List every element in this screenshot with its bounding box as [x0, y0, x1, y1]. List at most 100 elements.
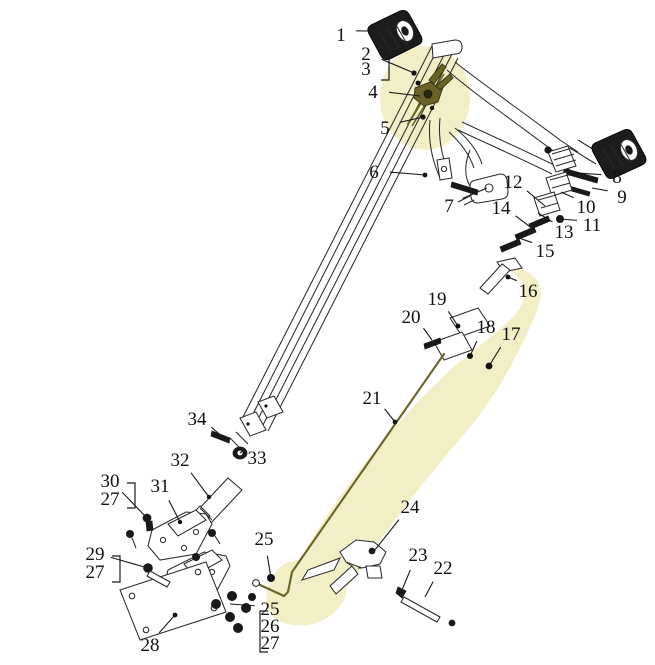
callout-number-7: 7 — [444, 196, 454, 217]
part-31-hole-c — [192, 528, 200, 536]
tube-slot-lower — [239, 411, 267, 437]
leader-line-25 — [266, 555, 272, 579]
callout-number-17: 17 — [502, 324, 521, 345]
part-20-pin — [423, 337, 442, 350]
leader-line-28 — [158, 614, 176, 634]
hardware-stack-lines — [551, 147, 577, 167]
fastener-cluster-5 — [232, 623, 243, 634]
leader-line-18 — [469, 340, 478, 357]
callout-labels: 1234567891011121314151617181920212223242… — [86, 25, 627, 656]
part-22-end — [448, 619, 456, 627]
plate-hole-tr — [194, 568, 202, 576]
part-21-rod-foot — [256, 582, 286, 598]
grip-ribs-right — [602, 140, 632, 171]
callout-number-31: 31 — [151, 476, 170, 497]
part-12-slot — [537, 194, 559, 209]
callout-number-21: 21 — [363, 388, 382, 409]
tube-slot-upper — [257, 395, 284, 419]
lever-arm-2 — [435, 73, 454, 91]
fork-arm-left — [300, 557, 342, 581]
part-15-pin — [499, 238, 522, 253]
leader-line-29 — [110, 556, 149, 569]
handlebar-mount-hole — [440, 165, 448, 173]
leader-line-22 — [424, 581, 434, 598]
part-1-left-grip — [367, 9, 423, 61]
part-27-nut-c — [207, 529, 216, 538]
leader-line-12 — [526, 190, 546, 207]
leader-line-31 — [168, 500, 181, 523]
part-19-body — [433, 331, 473, 361]
highlight-control-rod — [286, 267, 541, 617]
fastener-cluster-3 — [224, 612, 235, 623]
callout-number-1: 1 — [336, 25, 346, 46]
handlebar-tube-tip — [431, 39, 463, 59]
callout-number-20: 20 — [402, 307, 421, 328]
callout-number-26: 26 — [261, 616, 280, 637]
callout-number-19: 19 — [428, 289, 447, 310]
callout-number-15: 15 — [536, 241, 555, 262]
part-24-fork-bracket — [300, 539, 387, 595]
leader-line-23 — [401, 569, 411, 591]
lever-pivot — [423, 89, 433, 99]
leader-line-32 — [190, 472, 210, 498]
leader-line-19 — [447, 311, 459, 327]
leader-line-6 — [389, 171, 426, 176]
callout-number-13: 13 — [555, 222, 574, 243]
callout-number-27a: 27 — [101, 489, 120, 510]
leader-line-14 — [515, 215, 534, 230]
part-16-upper-rod — [479, 257, 523, 295]
fastener-cluster-1 — [210, 599, 221, 610]
part-right-grip — [591, 129, 647, 179]
callout-number-8: 8 — [612, 167, 622, 188]
fork-pivot-hole — [368, 547, 376, 555]
callout-number-12: 12 — [504, 172, 523, 193]
callout-number-5: 5 — [380, 118, 390, 139]
leader-line-5 — [399, 116, 424, 124]
part-2-3-fastener-b — [415, 80, 421, 86]
part-31-flange — [167, 509, 207, 537]
lever-arm — [428, 63, 447, 85]
part-27-nut-a-tail — [131, 537, 137, 549]
handlebar-right-branch — [446, 61, 579, 163]
callout-number-28: 28 — [141, 635, 160, 656]
leader-line-2 — [381, 58, 415, 74]
part-21-end-eye — [252, 579, 260, 587]
callout-number-32: 32 — [171, 450, 190, 471]
leader-line-10 — [560, 191, 574, 199]
fastener-cluster-6 — [247, 593, 256, 602]
leader-line-9 — [591, 187, 608, 192]
callout-number-22: 22 — [434, 558, 453, 579]
part-30-bolt-shaft — [145, 520, 154, 532]
leader-line-13 — [537, 212, 553, 223]
handlebar-frame — [229, 39, 605, 451]
fork-arm-lower — [329, 565, 359, 595]
callout-number-25b: 25 — [261, 599, 280, 620]
part-8-bolt — [568, 169, 599, 184]
handlebar-brace-lower — [448, 127, 483, 169]
fastener-cluster-2 — [226, 591, 237, 602]
grip-ribs-left — [378, 22, 408, 53]
part-19-clevis — [449, 307, 491, 337]
part-23-pin — [395, 586, 407, 599]
highlight-rod-lower-bulge — [266, 560, 347, 626]
part-34-bolt — [210, 430, 231, 444]
leader-line-24 — [373, 519, 400, 552]
part-27-nut-c-tail — [214, 535, 221, 545]
callout-number-33: 33 — [248, 448, 267, 469]
fork-tab — [365, 565, 383, 579]
part-10-spacer — [545, 171, 573, 197]
handlebar-cross-brace — [457, 121, 557, 175]
callout-number-10: 10 — [577, 197, 596, 218]
part-22-rod — [400, 596, 441, 623]
callout-number-3: 3 — [361, 59, 371, 80]
part-31-hole-b — [180, 544, 188, 552]
fork-edge-detail — [345, 561, 362, 569]
control-rod-assembly — [252, 307, 493, 598]
callout-number-6: 6 — [369, 162, 379, 183]
hardware-stack-body — [547, 145, 577, 173]
clamp-bolt — [450, 181, 479, 196]
part-14-pin — [514, 226, 537, 241]
grip-end-hole-left — [401, 26, 409, 36]
